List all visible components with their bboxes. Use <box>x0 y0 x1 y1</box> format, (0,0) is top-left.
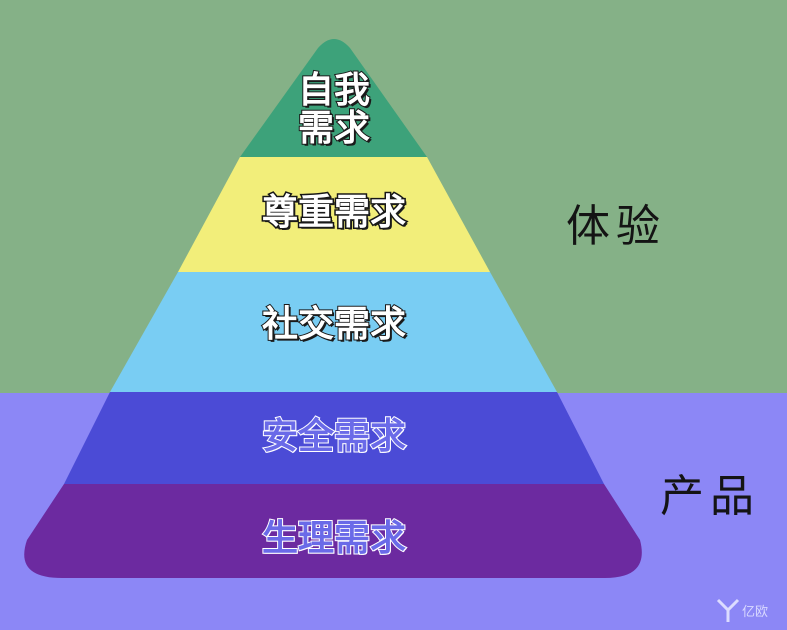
level-label-self-actualization: 自我 需求 <box>297 70 371 149</box>
level-label-physiological: 生理需求 <box>261 518 407 559</box>
pyramid-level-esteem <box>178 157 490 272</box>
level-label-social: 社交需求 <box>261 304 407 345</box>
pyramid-level-self-actualization <box>240 39 427 157</box>
pyramid-level-social <box>110 272 557 392</box>
level-label-esteem: 尊重需求 <box>260 192 407 233</box>
level-label-safety: 安全需求 <box>261 416 407 457</box>
pyramid-level-physiological <box>24 484 642 578</box>
watermark-logo-icon <box>716 598 740 622</box>
side-label-experience: 体验 <box>566 201 666 252</box>
pyramid-level-safety <box>64 392 604 484</box>
side-label-product: 产品 <box>660 471 760 522</box>
watermark-text: 亿欧 <box>742 605 769 620</box>
